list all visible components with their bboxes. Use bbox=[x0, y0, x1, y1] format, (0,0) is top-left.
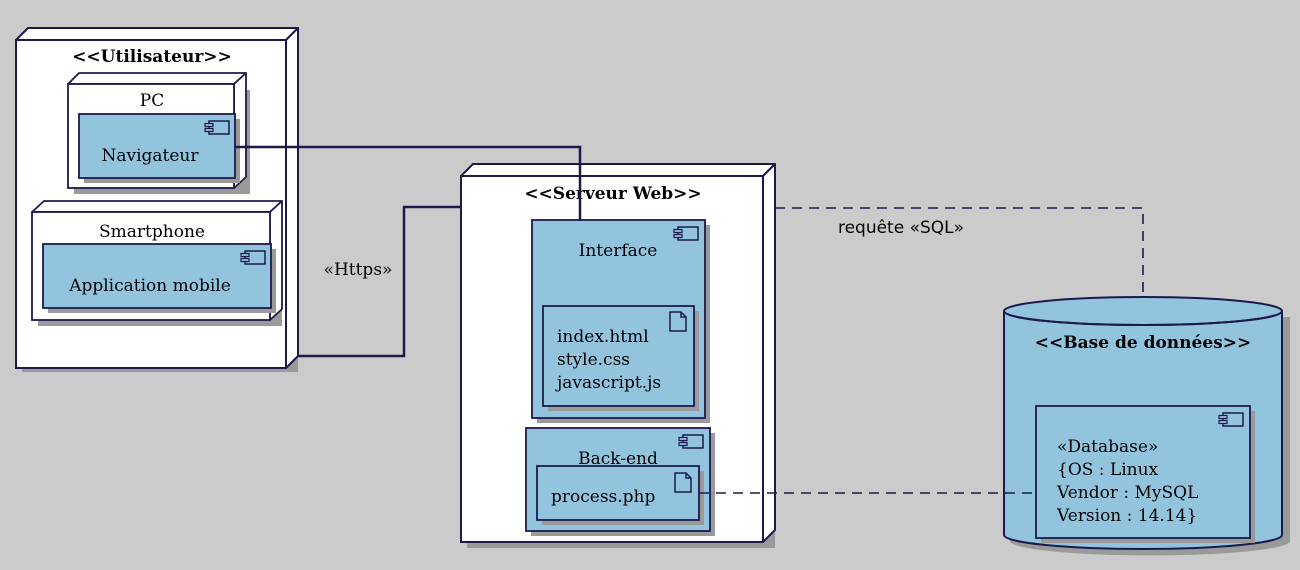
node-title-base-de-donnees: <<Base de données>> bbox=[1035, 333, 1251, 353]
artifact-frontend-files: index.html style.css javascript.js bbox=[542, 305, 699, 411]
database-stereotype: «Database» bbox=[1057, 437, 1158, 457]
artifact-label-process: process.php bbox=[551, 487, 656, 507]
component-database: «Database» {OS : Linux Vendor : MySQL Ve… bbox=[1035, 405, 1255, 543]
artifact-process-php: process.php bbox=[536, 465, 704, 525]
connection-label-https: «Https» bbox=[324, 260, 393, 280]
artifact-line-index: index.html bbox=[557, 327, 649, 347]
component-label-navigateur: Navigateur bbox=[101, 146, 199, 166]
document-icon bbox=[674, 472, 692, 493]
node-title-utilisateur: <<Utilisateur>> bbox=[72, 47, 232, 67]
artifact-line-javascript: javascript.js bbox=[555, 373, 661, 393]
artifact-line-style: style.css bbox=[557, 350, 630, 370]
component-label-application-mobile: Application mobile bbox=[68, 276, 231, 296]
connection-https bbox=[298, 205, 461, 358]
connection-sql bbox=[775, 207, 1144, 297]
database-os: {OS : Linux bbox=[1057, 460, 1159, 480]
component-label-back-end: Back-end bbox=[578, 449, 658, 469]
node-title-smartphone: Smartphone bbox=[99, 222, 205, 242]
connection-label-sql: requête «SQL» bbox=[838, 218, 964, 238]
component-icon bbox=[678, 434, 704, 449]
component-navigateur: Navigateur bbox=[78, 113, 240, 183]
database-version: Version : 14.14} bbox=[1056, 506, 1197, 526]
document-icon bbox=[669, 311, 687, 332]
component-icon bbox=[204, 120, 230, 135]
component-icon bbox=[673, 226, 699, 241]
component-icon bbox=[1218, 412, 1244, 427]
database-vendor: Vendor : MySQL bbox=[1056, 483, 1198, 503]
component-icon bbox=[240, 250, 266, 265]
component-application-mobile: Application mobile bbox=[42, 243, 276, 313]
connection-navigateur-interface bbox=[235, 145, 582, 220]
component-label-interface: Interface bbox=[579, 241, 658, 261]
node-title-serveur-web: <<Serveur Web>> bbox=[524, 184, 701, 204]
node-title-pc: PC bbox=[140, 91, 164, 111]
